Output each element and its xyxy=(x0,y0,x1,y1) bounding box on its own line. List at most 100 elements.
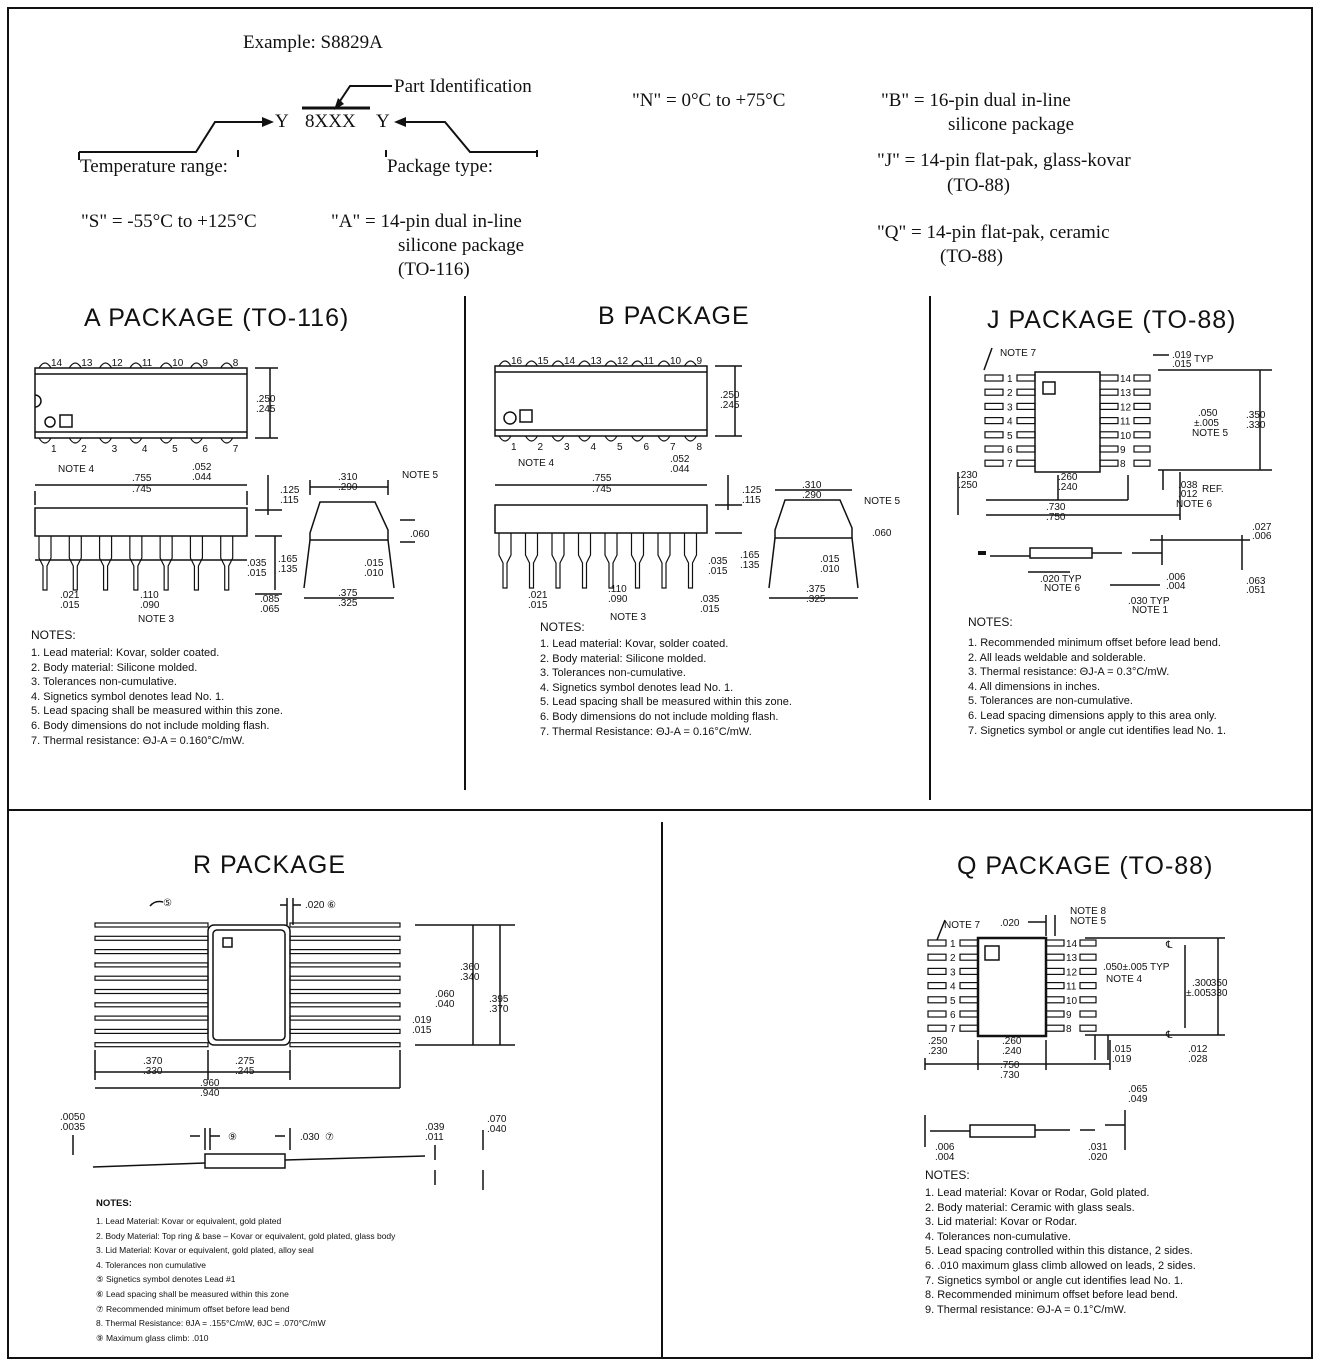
q-note-5: 5. Lead spacing controlled within this d… xyxy=(925,1245,1193,1258)
q-dim-020: .020 xyxy=(1000,918,1020,929)
a-top-pin-label: 14 xyxy=(51,358,63,369)
q-dim-031: .031 xyxy=(1088,1142,1108,1153)
j-dim-030typ: .030 TYP xyxy=(1128,596,1170,607)
q-right-lead-end xyxy=(1079,1024,1097,1032)
j-note-2: 2. All leads weldable and solderable. xyxy=(968,651,1146,664)
r-notes-list: 1. Lead Material: Kovar or equivalent, g… xyxy=(96,1214,395,1345)
q-right-lead xyxy=(1045,996,1065,1004)
r-note-6: ⑥ Lead spacing shall be measured within … xyxy=(96,1288,289,1299)
q-dim-019: .019 xyxy=(1112,1054,1132,1065)
j-dim-750: .750 xyxy=(1046,512,1066,523)
b-bottom-lead xyxy=(524,435,539,442)
a-top-pin-label: 8 xyxy=(233,358,239,369)
r-dim-060: .060 xyxy=(435,989,455,1000)
j-left-lead xyxy=(1016,431,1036,439)
a-top-lead xyxy=(220,362,234,369)
j-dim-note1: NOTE 1 xyxy=(1132,605,1169,616)
b-dim-015c: .015 xyxy=(700,604,720,615)
j-dim-012: .012 xyxy=(1178,489,1198,500)
q-dim-330: .330 xyxy=(1208,988,1228,999)
j-right-lead xyxy=(1099,445,1119,453)
j-note-3: 3. Thermal resistance: ΘJ-A = 0.3°C/mW. xyxy=(968,666,1170,679)
j-notes-list: 1. Recommended minimum offset before lea… xyxy=(968,636,1226,738)
a-side-lead xyxy=(98,536,113,591)
r-left-lead xyxy=(94,975,209,981)
q-dim-004: .004 xyxy=(935,1152,955,1163)
r-right-lead xyxy=(289,962,401,968)
a-top-pin-label: 13 xyxy=(81,358,93,369)
b-top-pin-label: 10 xyxy=(670,356,682,367)
b-bottom-pin-label: 1 xyxy=(511,442,517,453)
r-note-9: ⑨ Maximum glass climb: .010 xyxy=(96,1332,209,1343)
b-notes-title: NOTES: xyxy=(540,620,585,634)
a-top-lead xyxy=(38,362,52,369)
j-left-lead xyxy=(1016,374,1036,382)
a-side-lead xyxy=(159,536,173,591)
q-left-lead xyxy=(959,939,979,947)
j-dim-230: .230 xyxy=(958,470,978,481)
a-note-5: 5. Lead spacing shall be measured within… xyxy=(31,705,283,718)
q-right-lead-end xyxy=(1079,953,1097,961)
a-dim-060: .060 xyxy=(410,529,430,540)
s-definition: "S" = -55°C to +125°C xyxy=(81,211,257,232)
q-dim-note4: NOTE 4 xyxy=(1106,974,1143,985)
q-right-lead xyxy=(1045,981,1065,990)
q-dim-049: .049 xyxy=(1128,1094,1148,1105)
b-bottom-lead xyxy=(683,435,698,442)
q-left-pin-label: 2 xyxy=(950,953,956,964)
a-note-3: 3. Tolerances non-cumulative. xyxy=(31,676,177,689)
r-right-lead xyxy=(289,948,401,955)
j-dim-note7: NOTE 7 xyxy=(1000,348,1037,359)
j-left-pin-label: 7 xyxy=(1007,459,1013,470)
r-dim-070: .070 xyxy=(487,1114,507,1125)
a-top-lead xyxy=(99,362,113,369)
j-left-lead-end xyxy=(984,431,1004,439)
j-dim-051: .051 xyxy=(1246,585,1266,596)
b-dim-015: .015 xyxy=(708,566,728,577)
j-dim-250: .250 xyxy=(958,480,978,491)
a-side-lead xyxy=(68,536,82,591)
b-dim-755: .755 xyxy=(592,473,612,484)
a-side-lead xyxy=(189,536,204,591)
j-left-pin-label: 6 xyxy=(1007,445,1013,456)
b-bottom-pin-label: 8 xyxy=(697,442,703,453)
q-right-lead-end xyxy=(1079,981,1097,990)
b-top-lead xyxy=(577,360,592,367)
r-dim-c7: ⑦ xyxy=(325,1132,334,1143)
j-left-pin-label: 4 xyxy=(1007,417,1013,428)
b-top-lead xyxy=(630,360,645,367)
q-right-pin-label: 14 xyxy=(1066,939,1078,950)
a-top-pin-label: 10 xyxy=(172,358,184,369)
q-right-pin-label: 11 xyxy=(1066,982,1077,993)
q-left-lead xyxy=(959,996,979,1004)
b-dim-044: .044 xyxy=(670,464,690,475)
b-side-lead xyxy=(657,533,671,589)
j-left-lead xyxy=(1016,445,1036,453)
b-side-lead xyxy=(604,533,618,589)
a-bottom-pin-label: 5 xyxy=(172,444,178,455)
a-notes-title: NOTES: xyxy=(31,628,76,642)
j-note-7: 7. Signetics symbol or angle cut identif… xyxy=(968,724,1227,737)
q-left-lead xyxy=(959,1010,979,1018)
package-type-label: Package type: xyxy=(387,156,494,177)
b-dim-note5: NOTE 5 xyxy=(864,496,901,507)
q-left-pin-label: 1 xyxy=(950,939,956,950)
q-dim-230: .230 xyxy=(928,1046,948,1057)
j-note-6: 6. Lead spacing dimensions apply to this… xyxy=(968,709,1217,722)
r-left-lead xyxy=(94,935,209,941)
j-dim-typ: TYP xyxy=(1194,354,1214,365)
a-bottom-pin-label: 7 xyxy=(233,444,239,455)
b-bottom-pin-label: 2 xyxy=(538,442,544,453)
b-side-lead xyxy=(524,533,539,589)
q-dim-050: .050±.005 TYP xyxy=(1103,962,1170,973)
j-right-lead xyxy=(1099,416,1119,425)
r-dim-c9: ⑨ xyxy=(228,1132,237,1143)
j-left-lead-end xyxy=(984,445,1004,453)
j-dim-350: .350 xyxy=(1246,410,1266,421)
b-top-lead xyxy=(524,360,539,367)
a-note-4: 4. Signetics symbol denotes lead No. 1. xyxy=(31,690,225,703)
b-dim-015d: .015 xyxy=(820,554,840,565)
q-left-lead-end xyxy=(927,967,947,976)
b-dim-325: .325 xyxy=(806,594,826,605)
a-bottom-pin-label: 4 xyxy=(142,444,148,455)
